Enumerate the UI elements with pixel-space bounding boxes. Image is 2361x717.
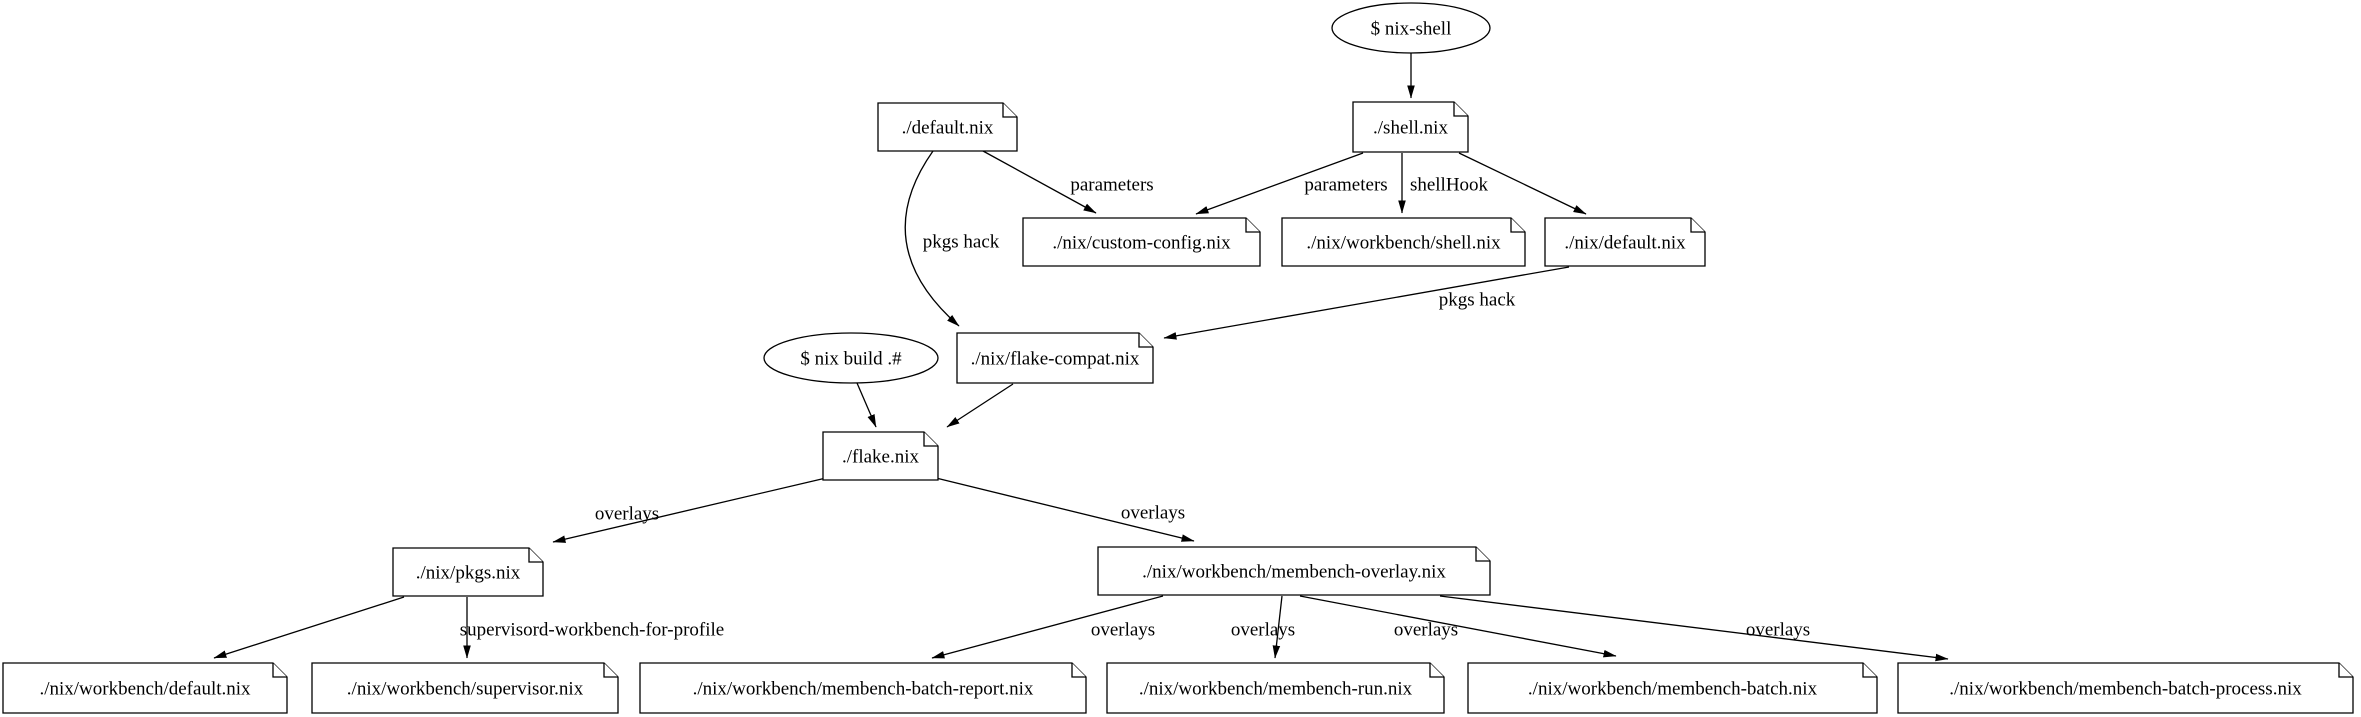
edge-membench-overlay-to-membench-batch-process: [1439, 595, 1949, 662]
node-label-nix-build-cmd: $ nix build .#: [800, 348, 902, 370]
edge-label-flake-to-pkgs: overlays: [594, 503, 660, 525]
node-label-nix-shell-cmd: $ nix-shell: [1370, 18, 1452, 40]
node-flake: [822, 431, 939, 481]
node-label-custom-config: ./nix/custom-config.nix: [1052, 232, 1231, 254]
node-nix-build-cmd: [763, 332, 939, 384]
node-supervisor: [311, 662, 619, 714]
node-label-nix-default: ./nix/default.nix: [1564, 232, 1686, 254]
edge-label-default-nix-to-custom-config: parameters: [1070, 174, 1154, 196]
node-workbench-default: [2, 662, 288, 714]
node-label-workbench-shell: ./nix/workbench/shell.nix: [1306, 232, 1501, 254]
edge-label-membench-overlay-to-membench-batch-process: overlays: [1745, 619, 1811, 641]
edge-label-membench-overlay-to-membench-batch-report: overlays: [1090, 619, 1156, 641]
edge-shell-nix-to-nix-default: [1458, 152, 1587, 215]
edge-membench-overlay-to-membench-run: [1272, 595, 1283, 659]
edge-shell-nix-to-custom-config: [1195, 152, 1364, 215]
node-membench-batch-process: [1897, 662, 2354, 714]
node-label-supervisor: ./nix/workbench/supervisor.nix: [346, 678, 584, 700]
edge-default-nix-to-flake-compat: [904, 150, 960, 327]
node-nix-shell-cmd: [1331, 2, 1491, 54]
node-membench-batch-report: [639, 662, 1087, 714]
edge-flake-compat-to-flake: [946, 383, 1014, 428]
node-label-workbench-default: ./nix/workbench/default.nix: [39, 678, 251, 700]
node-label-flake-compat: ./nix/flake-compat.nix: [970, 348, 1140, 370]
node-workbench-shell: [1281, 217, 1526, 267]
node-label-default-nix: ./default.nix: [901, 117, 994, 139]
edge-label-pkgs-to-supervisor: supervisord-workbench-for-profile: [459, 619, 725, 641]
node-default-nix: [877, 102, 1018, 152]
node-custom-config: [1022, 217, 1261, 267]
edge-label-membench-overlay-to-membench-run: overlays: [1230, 619, 1296, 641]
node-label-membench-run: ./nix/workbench/membench-run.nix: [1138, 678, 1413, 700]
node-shell-nix: [1352, 101, 1469, 153]
edge-label-flake-to-membench-overlay: overlays: [1120, 502, 1186, 524]
edge-default-nix-to-custom-config: [982, 150, 1097, 214]
edge-label-nix-default-to-flake-compat: pkgs hack: [1438, 289, 1516, 311]
edge-flake-to-pkgs: [552, 477, 827, 543]
edge-membench-overlay-to-membench-batch-report: [931, 595, 1164, 659]
edge-nix-default-to-flake-compat: [1163, 266, 1570, 340]
node-label-flake: ./flake.nix: [841, 446, 920, 468]
edge-label-membench-overlay-to-membench-batch: overlays: [1393, 619, 1459, 641]
node-label-membench-overlay: ./nix/workbench/membench-overlay.nix: [1142, 561, 1446, 583]
edge-flake-to-membench-overlay: [935, 477, 1195, 542]
node-label-membench-batch-report: ./nix/workbench/membench-batch-report.ni…: [692, 678, 1034, 700]
edge-membench-overlay-to-membench-batch: [1299, 595, 1617, 658]
edge-label-shell-nix-to-custom-config: parameters: [1304, 174, 1388, 196]
node-pkgs: [392, 547, 544, 597]
node-flake-compat: [956, 332, 1154, 384]
node-label-membench-batch: ./nix/workbench/membench-batch.nix: [1527, 678, 1818, 700]
node-membench-run: [1106, 662, 1445, 714]
node-membench-overlay: [1097, 546, 1491, 596]
node-label-shell-nix: ./shell.nix: [1373, 117, 1448, 139]
edge-label-shell-nix-to-workbench-shell: shellHook: [1409, 174, 1489, 196]
edge-nix-build-cmd-to-flake: [856, 382, 877, 428]
node-label-membench-batch-process: ./nix/workbench/membench-batch-process.n…: [1949, 678, 2302, 700]
edge-pkgs-to-workbench-default: [213, 596, 405, 659]
node-label-pkgs: ./nix/pkgs.nix: [415, 562, 521, 584]
edge-label-default-nix-to-flake-compat: pkgs hack: [922, 231, 1000, 253]
node-membench-batch: [1467, 662, 1878, 714]
node-nix-default: [1544, 217, 1706, 267]
